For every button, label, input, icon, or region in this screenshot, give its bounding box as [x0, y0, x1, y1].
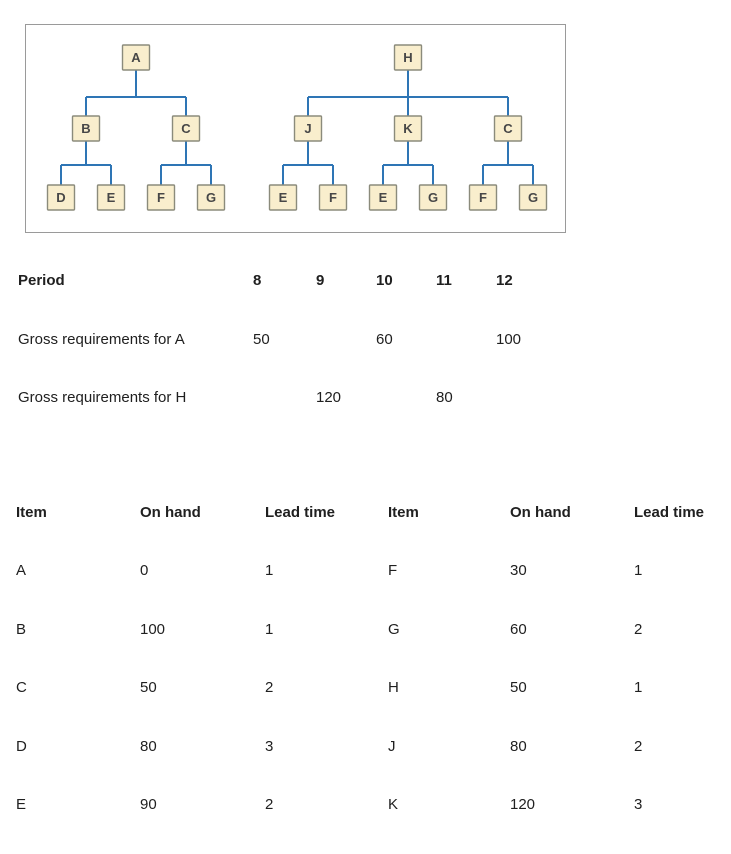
item-table-header: Item [388, 504, 419, 521]
tree-node-G [518, 184, 548, 211]
on-hand-cell: 80 [140, 737, 157, 755]
item-cell: H [388, 679, 399, 697]
item-on-hand-lead-time-table: Item On hand Lead time Item On hand Lead time… [16, 504, 724, 854]
on-hand-cell: 120 [510, 795, 536, 813]
item-table-header: On hand [510, 504, 571, 521]
tree-node-G [196, 184, 226, 211]
period-number: 11 [436, 272, 452, 289]
tree-node-E [368, 184, 398, 211]
tree-node-label: C [181, 121, 191, 136]
gross-requirement-value: 100 [496, 330, 522, 348]
lead-time-cell: 1 [634, 679, 643, 697]
tree-node-label: F [479, 190, 487, 205]
lead-time-cell: 1 [634, 562, 643, 580]
gross-requirement-value: 60 [376, 330, 393, 348]
on-hand-cell: 30 [510, 562, 527, 580]
on-hand-cell: 50 [140, 679, 157, 697]
period-number: 8 [253, 272, 262, 289]
tree-node-F [318, 184, 348, 211]
lead-time-cell: 2 [634, 620, 643, 638]
period-row: Period 8 9 10 11 12 [18, 272, 556, 331]
item-cell: C [16, 679, 27, 697]
lead-time-cell: 1 [265, 562, 274, 580]
item-cell: F [388, 562, 398, 580]
on-hand-cell: 0 [140, 562, 149, 580]
tree-node-A [121, 44, 151, 71]
item-table-header: On hand [140, 504, 201, 521]
bom-tree-svg: A B D E C F G H J E F K E G C F G [46, 44, 548, 211]
tree-node-label: E [107, 190, 116, 205]
tree-node-E [268, 184, 298, 211]
lead-time-cell: 2 [634, 737, 643, 755]
tree-node-label: J [304, 121, 311, 136]
item-cell: E [16, 795, 27, 813]
lead-time-cell: 3 [265, 737, 274, 755]
tree-node-G [418, 184, 448, 211]
tree-node-J [293, 115, 323, 142]
tree-node-K [393, 115, 423, 142]
tree-node-B [71, 115, 101, 142]
gross-requirement-value: 50 [253, 330, 270, 348]
on-hand-cell: 60 [510, 620, 527, 638]
tree-node-F [146, 184, 176, 211]
tree-node-label: G [528, 190, 538, 205]
item-cell: J [388, 737, 396, 755]
tree-node-label: E [379, 190, 388, 205]
tree-node-label: E [279, 190, 288, 205]
item-table-header: Item [16, 504, 47, 521]
tree-node-F [468, 184, 498, 211]
lead-time-cell: 2 [265, 679, 274, 697]
period-number: 12 [496, 272, 513, 289]
item-cell: A [16, 562, 27, 580]
lead-time-cell: 3 [634, 795, 643, 813]
tree-node-label: H [403, 50, 412, 65]
item-cell: K [388, 795, 399, 813]
tree-node-E [96, 184, 126, 211]
period-number: 9 [316, 272, 325, 289]
tree-node-label: D [56, 190, 65, 205]
tree-node-D [46, 184, 76, 211]
tree-node-label: K [403, 121, 413, 136]
period-row-label: Period [18, 272, 65, 289]
tree-node-label: G [206, 190, 216, 205]
gross-requirement-value: 120 [316, 389, 342, 406]
lead-time-cell: 2 [265, 795, 274, 813]
tree-node-label: B [81, 121, 90, 136]
on-hand-cell: 90 [140, 795, 157, 813]
tree-node-H [393, 44, 423, 71]
item-cell: G [388, 620, 400, 638]
item-table-header: Lead time [265, 504, 336, 521]
tree-node-label: C [503, 121, 513, 136]
period-row-label: Gross requirements for A [18, 330, 185, 348]
period-row-label: Gross requirements for H [18, 389, 187, 406]
period-number: 10 [376, 272, 393, 289]
on-hand-cell: 80 [510, 737, 527, 755]
lead-time-cell: 1 [265, 620, 274, 638]
tree-node-label: F [329, 190, 337, 205]
tree-node-C [493, 115, 523, 142]
gross-requirement-value: 80 [436, 389, 453, 406]
on-hand-cell: 50 [510, 679, 527, 697]
period-row: Gross requirements for A 50 60 100 [18, 331, 556, 390]
item-cell: D [16, 737, 27, 755]
item-cell: B [16, 620, 27, 638]
tree-node-label: G [428, 190, 438, 205]
on-hand-cell: 100 [140, 620, 166, 638]
tree-node-label: A [131, 50, 141, 65]
period-row: Gross requirements for H 120 80 [18, 389, 556, 448]
item-table-header: Lead time [634, 504, 705, 521]
tree-node-label: F [157, 190, 165, 205]
product-structure-diagram: A B D E C F G H J E F K E G C F G [25, 24, 566, 233]
tree-node-C [171, 115, 201, 142]
